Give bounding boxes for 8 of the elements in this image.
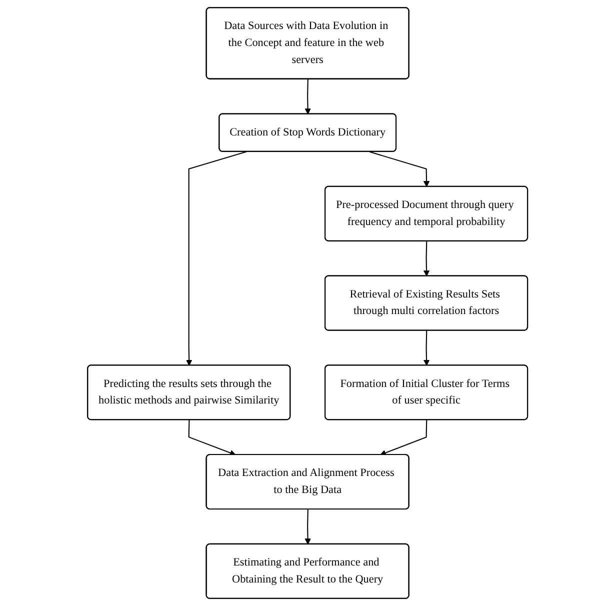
arrow (188, 420, 236, 456)
arrow (424, 330, 430, 366)
arrow (305, 509, 312, 545)
arrow (380, 420, 428, 456)
arrow (186, 151, 247, 366)
arrow (424, 241, 430, 276)
arrow (305, 79, 312, 114)
arrow (370, 151, 430, 187)
